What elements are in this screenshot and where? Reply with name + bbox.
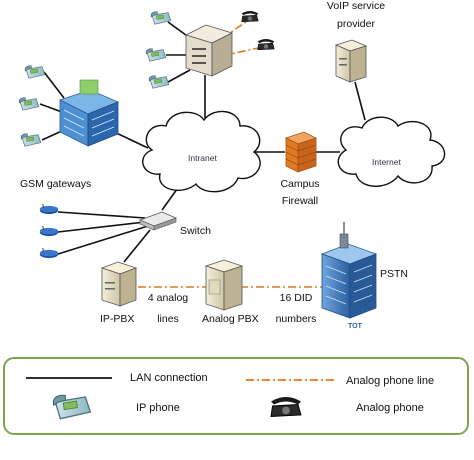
voip-provider-label: VoIP service provider (326, 0, 386, 30)
legend-box (3, 357, 469, 435)
lan-link-bldg-phone (43, 71, 65, 99)
analog-phone-icon (241, 10, 259, 23)
campus-firewall-label: Campus Firewall (280, 178, 320, 207)
switch-icon (138, 211, 178, 231)
legend-ip-phone-label: IP phone (136, 402, 180, 414)
office-building-icon (58, 79, 120, 147)
gsm-gateway-icon (39, 248, 59, 259)
gsm-gateway-icon (39, 204, 59, 215)
lan-link-switch-gsm (57, 221, 146, 233)
ip-phone-icon (20, 133, 42, 147)
lan-link-voip-internet (354, 81, 366, 121)
pstn-building-icon (320, 222, 378, 319)
central-server (184, 24, 234, 77)
ip-phone-icon (18, 97, 40, 111)
voip-provider-server-icon (334, 39, 368, 83)
legend-analog-phone-icon (270, 396, 302, 418)
switch-label: Switch (180, 225, 211, 237)
internet-cloud (337, 116, 446, 187)
legend-analog-label: Analog phone line (346, 375, 435, 387)
analog-pbx-label: Analog PBX (202, 313, 259, 325)
gsm-gateway-icon (39, 226, 59, 237)
legend-lan-label: LAN connection (130, 372, 208, 384)
internet-label: Internet (372, 157, 401, 167)
pstn-label: PSTN (380, 268, 409, 280)
lan-link-server-phone (167, 69, 191, 83)
lan-link-switch-ippbx (123, 229, 151, 263)
legend-analog-phone-label: Analog phone (356, 402, 424, 414)
analog-phone-icon (257, 38, 275, 51)
lan-link-switch-gsm (57, 211, 146, 219)
ip-phone-icon (145, 48, 167, 62)
ip-phone-icon (148, 75, 170, 89)
analog-lines-label: 4 analog lines (147, 292, 189, 325)
analog-pbx-icon (204, 259, 244, 311)
intranet-label: Intranet (188, 153, 217, 163)
ip-pbx-server-icon (100, 261, 138, 307)
intranet-cloud (142, 110, 261, 193)
ip-pbx-label: IP-PBX (100, 313, 135, 325)
tot-logo: TOT (348, 323, 362, 330)
lan-link-switch-gsm (57, 225, 149, 255)
ip-phone-icon (24, 65, 46, 79)
lan-link-bldg-phone (39, 103, 63, 113)
gsm-gateways-label: GSM gateways (20, 178, 92, 190)
firewall-icon (284, 131, 318, 173)
did-numbers-label: 16 DID numbers (275, 292, 317, 325)
